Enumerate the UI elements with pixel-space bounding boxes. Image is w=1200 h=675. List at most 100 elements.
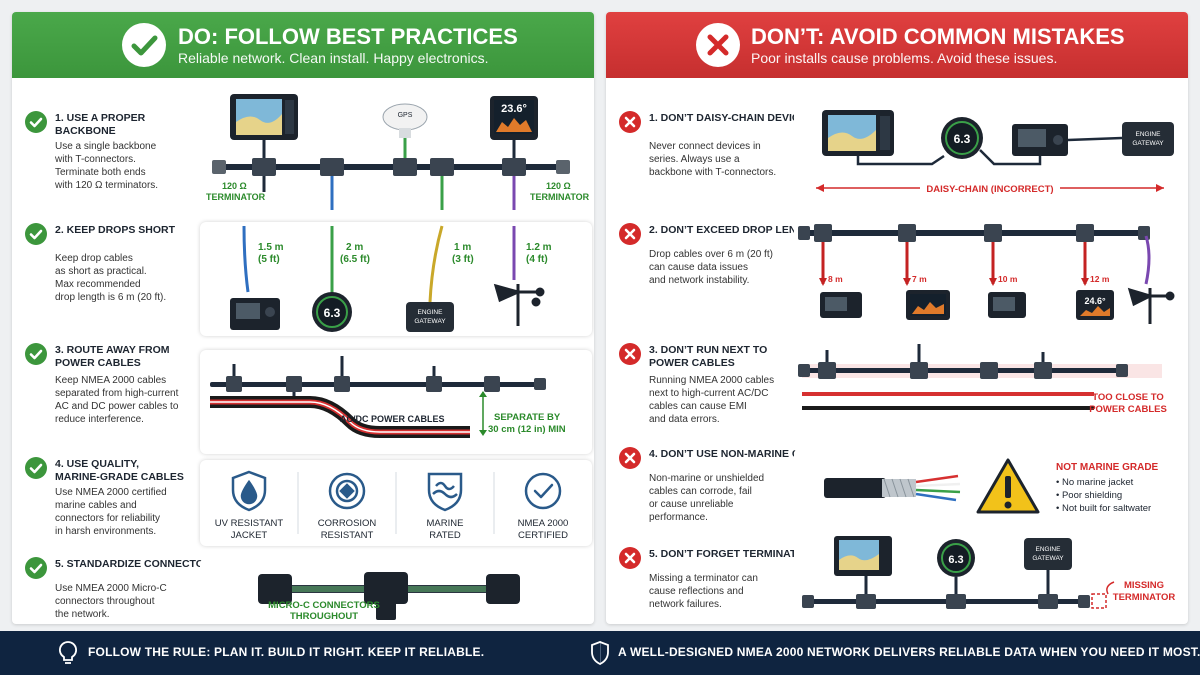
dont-subtitle: Poor installs cause problems. Avoid thes… — [751, 50, 1058, 66]
gauge-icon: 6.3 — [941, 117, 983, 159]
x-circle-icon — [619, 343, 641, 365]
svg-text:UV RESISTANT: UV RESISTANT — [215, 518, 284, 529]
row-title: 2. DON’T EXCEED DROP LENGTH — [649, 224, 819, 236]
svg-text:TERMINATOR: TERMINATOR — [1113, 592, 1176, 603]
svg-text:SEPARATE BY: SEPARATE BY — [494, 412, 561, 423]
check-circle-icon — [25, 343, 47, 365]
svg-text:24.6°: 24.6° — [1084, 296, 1106, 306]
svg-text:ENGINE: ENGINE — [1136, 131, 1162, 138]
row-desc: Drop cables over 6 m (20 ft)can cause da… — [649, 249, 773, 286]
svg-text:POWER CABLES: POWER CABLES — [1089, 404, 1167, 415]
row-title: 1. USE A PROPER BACKBONE — [55, 112, 146, 137]
wave-icon — [427, 472, 463, 512]
check-badge-icon — [122, 23, 166, 67]
wind-vane-icon — [493, 283, 545, 326]
svg-text:TOO CLOSE TO: TOO CLOSE TO — [1092, 392, 1163, 403]
dont-row-drop-length: 2. DON’T EXCEED DROP LENGTH Drop cables … — [606, 218, 1188, 336]
chartplotter-icon — [822, 110, 894, 156]
svg-text:1 m: 1 m — [454, 242, 471, 253]
do-row-quality: 4. USE QUALITY,MARINE-GRADE CABLES Use N… — [12, 452, 594, 552]
corrosion-icon — [328, 472, 366, 510]
svg-text:GPS: GPS — [398, 112, 413, 119]
svg-text:RATED: RATED — [429, 530, 461, 541]
svg-text:7 m: 7 m — [912, 274, 927, 284]
svg-text:12 m: 12 m — [1090, 274, 1110, 284]
do-subtitle: Reliable network. Clean install. Happy e… — [178, 50, 489, 66]
svg-text:120 Ω: 120 Ω — [222, 181, 247, 191]
drop-length-diagram: 1.5 m (5 ft) 2 m (6.5 ft) 1 m (3 ft) 1.2… — [200, 222, 592, 336]
footer-divider — [600, 641, 601, 665]
svg-text:DAISY-CHAIN (INCORRECT): DAISY-CHAIN (INCORRECT) — [926, 184, 1053, 195]
uv-drop-icon — [231, 470, 267, 512]
check-circle-icon — [25, 557, 47, 579]
svg-text:GATEWAY: GATEWAY — [1032, 555, 1064, 562]
dont-row-non-marine: 4. DON’T USE NON-MARINE CABLES Non-marin… — [606, 442, 1188, 534]
svg-text:1.2 m: 1.2 m — [526, 242, 552, 253]
svg-text:RESISTANT: RESISTANT — [321, 530, 374, 541]
check-circle-icon — [25, 223, 47, 245]
svg-text:MISSING: MISSING — [1124, 580, 1164, 591]
row-title: 1. DON’T DAISY-CHAIN DEVICES — [649, 112, 814, 124]
dont-row-terminators: 5. DON’T FORGET TERMINATORS Missing a te… — [606, 536, 1188, 622]
svg-text:6.3: 6.3 — [948, 554, 963, 566]
x-circle-icon — [619, 111, 641, 133]
row-title: 4. USE QUALITY,MARINE-GRADE CABLES — [55, 458, 184, 483]
instrument-display-icon — [906, 290, 950, 320]
instrument-display-icon: 23.6° — [490, 96, 538, 140]
svg-text:AC/DC POWER CABLES: AC/DC POWER CABLES — [340, 414, 445, 424]
do-banner: DO: FOLLOW BEST PRACTICES Reliable netwo… — [12, 12, 594, 78]
svg-text:CERTIFIED: CERTIFIED — [518, 530, 568, 541]
autopilot-head-icon — [988, 292, 1026, 318]
engine-gateway-icon: ENGINE GATEWAY — [1024, 538, 1072, 570]
svg-text:GATEWAY: GATEWAY — [1132, 140, 1164, 147]
autopilot-head-icon — [1012, 124, 1068, 156]
svg-text:120 Ω: 120 Ω — [546, 181, 571, 191]
svg-text:• Not built for saltwater: • Not built for saltwater — [1056, 503, 1151, 514]
footer-left-text: FOLLOW THE RULE: PLAN IT. BUILD IT RIGHT… — [88, 645, 485, 659]
svg-text:8 m: 8 m — [828, 274, 843, 284]
row-title: 5. STANDARDIZE CONNECTORS — [55, 558, 219, 570]
footer-right-text: A WELL-DESIGNED NMEA 2000 NETWORK DELIVE… — [618, 645, 1200, 659]
lightbulb-icon — [58, 641, 78, 664]
svg-text:MARINE: MARINE — [427, 518, 464, 529]
chartplotter-icon — [230, 94, 298, 140]
do-title: DO: FOLLOW BEST PRACTICES — [178, 24, 518, 49]
daisy-chain-diagram: 6.3 ENGINE GATEWAY DAISY-CHAIN (INCORRECT… — [794, 100, 1186, 206]
route-away-diagram: AC/DC POWER CABLES SEPARATE BY 30 cm (12… — [200, 350, 592, 454]
certified-check-icon — [524, 472, 562, 510]
svg-text:ENGINE: ENGINE — [1036, 546, 1062, 553]
row-title: 5. DON’T FORGET TERMINATORS — [649, 548, 819, 560]
svg-text:• Poor shielding: • Poor shielding — [1056, 490, 1122, 501]
chartplotter-icon — [834, 536, 892, 576]
check-circle-icon — [25, 457, 47, 479]
svg-text:• No marine jacket: • No marine jacket — [1056, 477, 1134, 488]
svg-text:CORROSION: CORROSION — [318, 518, 377, 529]
svg-text:NMEA 2000: NMEA 2000 — [518, 518, 569, 529]
autopilot-head-icon — [820, 292, 862, 318]
svg-text:ENGINE: ENGINE — [418, 309, 444, 316]
svg-text:TERMINATOR: TERMINATOR — [206, 192, 266, 202]
svg-text:10 m: 10 m — [998, 274, 1018, 284]
long-drops-diagram: 8 m 7 m 10 m 12 m 24.6° — [794, 220, 1186, 334]
autopilot-head-icon — [230, 298, 280, 330]
svg-text:GATEWAY: GATEWAY — [414, 318, 446, 325]
row-title: 2. KEEP DROPS SHORT — [55, 224, 176, 236]
svg-text:30 cm (12 in) MIN: 30 cm (12 in) MIN — [488, 424, 566, 435]
svg-text:6.3: 6.3 — [324, 306, 341, 320]
non-marine-diagram: NOT MARINE GRADE • No marine jacket• Poo… — [794, 448, 1186, 532]
too-close-diagram: TOO CLOSE TO POWER CABLES — [794, 334, 1186, 434]
gauge-icon: 6.3 — [937, 539, 975, 577]
shield-icon — [591, 641, 609, 666]
svg-text:JACKET: JACKET — [231, 530, 268, 541]
missing-terminator-diagram: 6.3 ENGINE GATEWAY MISSING TERMINATOR — [794, 536, 1186, 618]
